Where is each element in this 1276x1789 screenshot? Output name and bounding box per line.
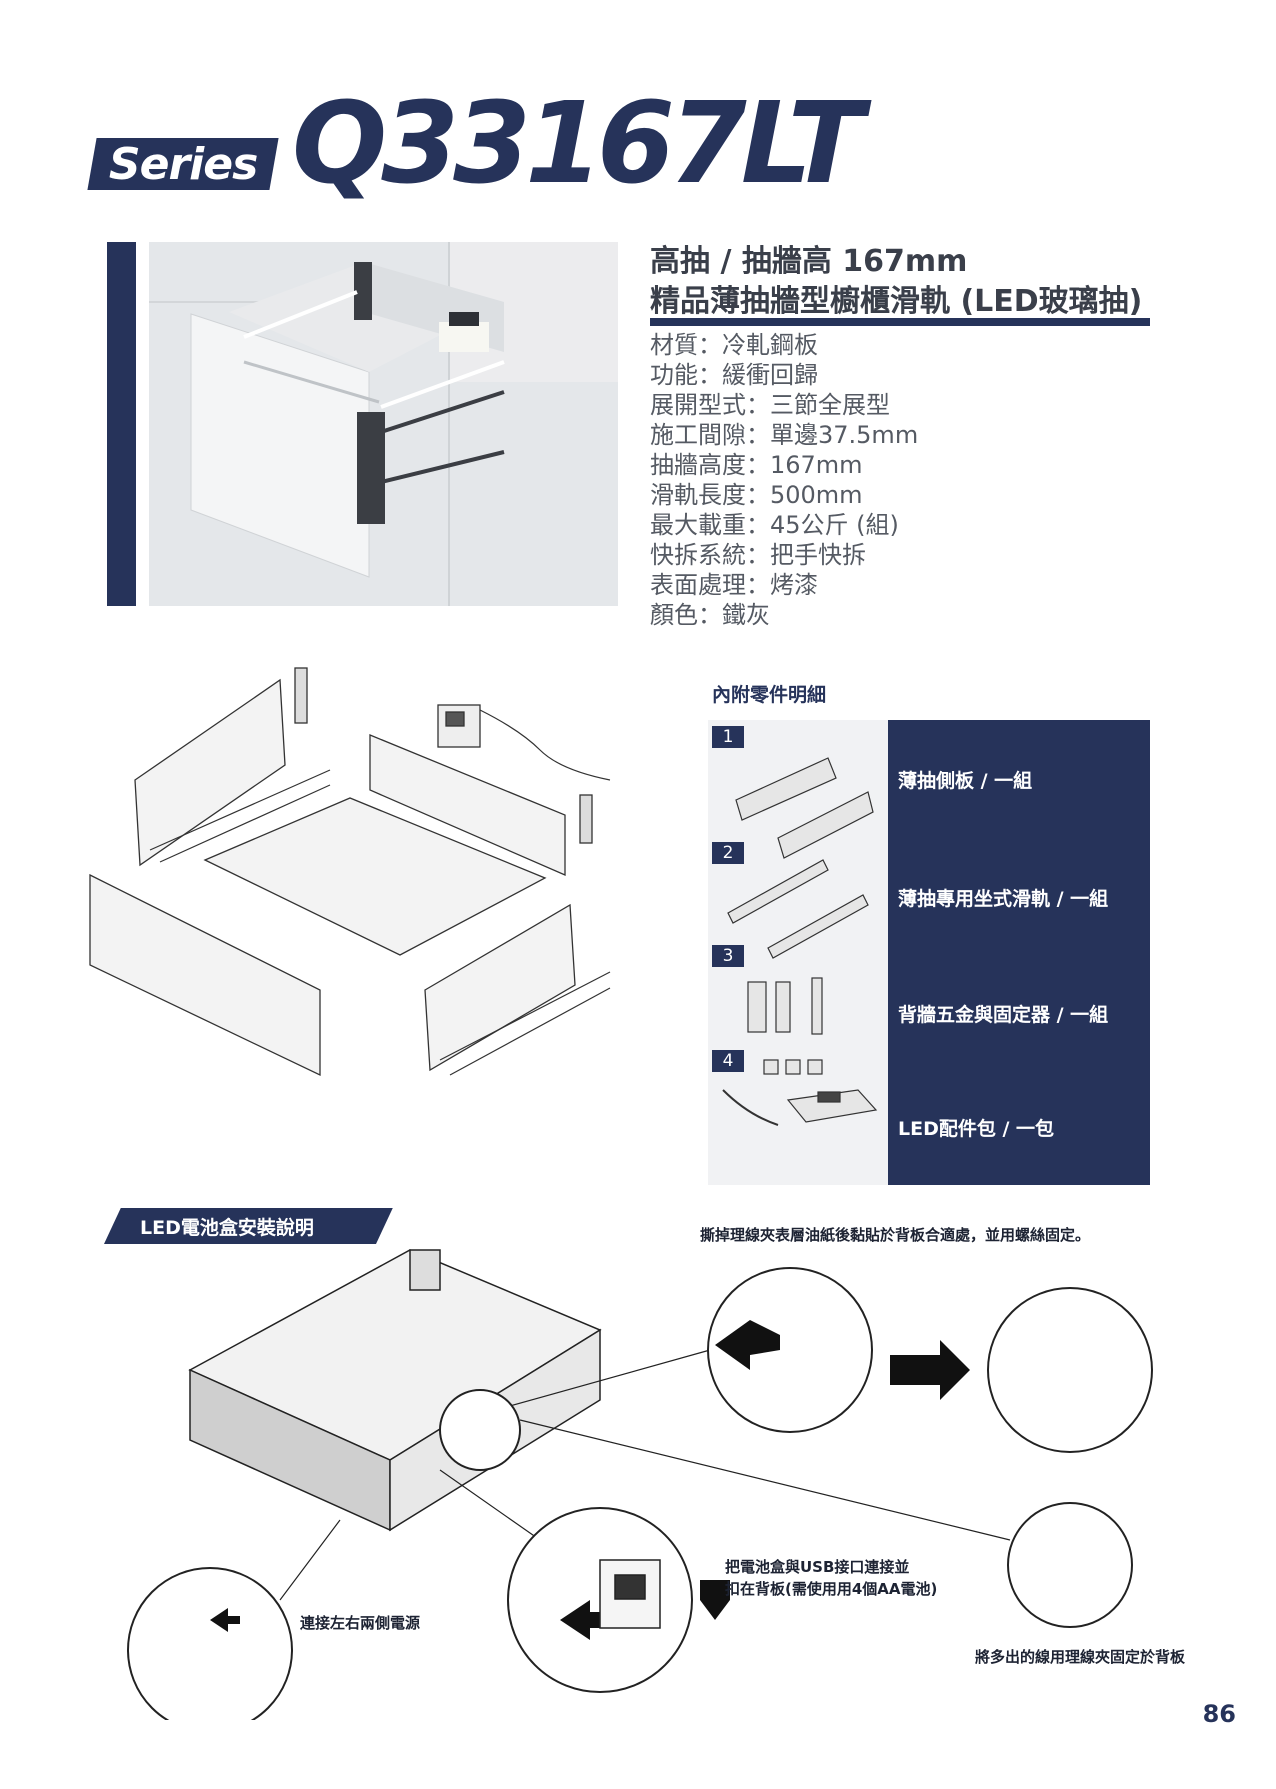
page-number: 86 [1202,1700,1236,1728]
spec-item: 快拆系統：把手快拆 [650,541,866,569]
step-power-caption: 連接左右兩側電源 [300,1614,421,1632]
part-label: LED配件包 / 一包 [898,1118,1055,1140]
part-number-badge: 3 [712,945,744,967]
product-title-line1: 高抽 / 抽牆高 167mm [650,244,968,279]
spec-item: 材質：冷軋鋼板 [650,331,818,359]
title-divider [650,318,1150,326]
part-label: 背牆五金與固定器 / 一組 [898,1004,1109,1026]
installation-diagram [127,1249,1153,1720]
product-photo [149,242,618,606]
part-label: 薄抽側板 / 一組 [898,770,1033,792]
led-install-banner: LED電池盒安裝說明 [104,1208,393,1244]
product-title-line2: 精品薄抽牆型櫥櫃滑軌 (LED玻璃抽) [650,284,1143,319]
spec-item: 抽牆高度：167mm [650,451,863,479]
series-label: Series [108,138,258,190]
step-battery-caption-line2: 扣在背板(需使用用4個AA電池) [725,1580,938,1598]
step-cable-caption: 將多出的線用理線夾固定於背板 [975,1648,1186,1666]
spec-list: 材質：冷軋鋼板 功能：緩衝回歸 展開型式：三節全展型 施工間隙：單邊37.5mm… [650,330,1170,630]
led-install-title: LED電池盒安裝說明 [140,1217,314,1239]
drawer-photo-illustration [149,242,618,606]
spec-item: 功能：緩衝回歸 [650,361,818,389]
model-number: Q33167LT [292,79,864,209]
series-badge: Series [87,138,279,190]
spec-item: 施工間隙：單邊37.5mm [650,421,919,449]
spec-item: 最大載重：45公斤 (組) [650,511,899,539]
spec-item: 顏色：鐵灰 [650,601,770,629]
hero-accent-bar [107,242,136,606]
part-number-badge: 1 [712,726,744,748]
step-top-caption: 撕掉理線夾表層油紙後黏貼於背板合適處，並用螺絲固定。 [700,1226,1091,1244]
spec-item: 展開型式：三節全展型 [650,391,890,419]
parts-section-title: 內附零件明細 [712,684,827,706]
spec-item: 表面處理：烤漆 [650,571,818,599]
part-label: 薄抽專用坐式滑軌 / 一組 [898,888,1109,910]
spec-item: 滑軌長度：500mm [650,481,863,509]
part-number-badge: 4 [712,1050,744,1072]
step-battery-caption-line1: 把電池盒與USB接口連接並 [725,1558,910,1576]
part-number-badge: 2 [712,842,744,864]
parts-illustrations [722,757,878,1126]
exploded-assembly-diagram [89,667,611,1077]
parts-label-column [888,720,1150,1185]
parts-table: 1 2 3 4 薄抽側板 / 一組 薄抽專用坐式滑軌 / 一組 背牆五金與固定器… [708,720,1150,1185]
